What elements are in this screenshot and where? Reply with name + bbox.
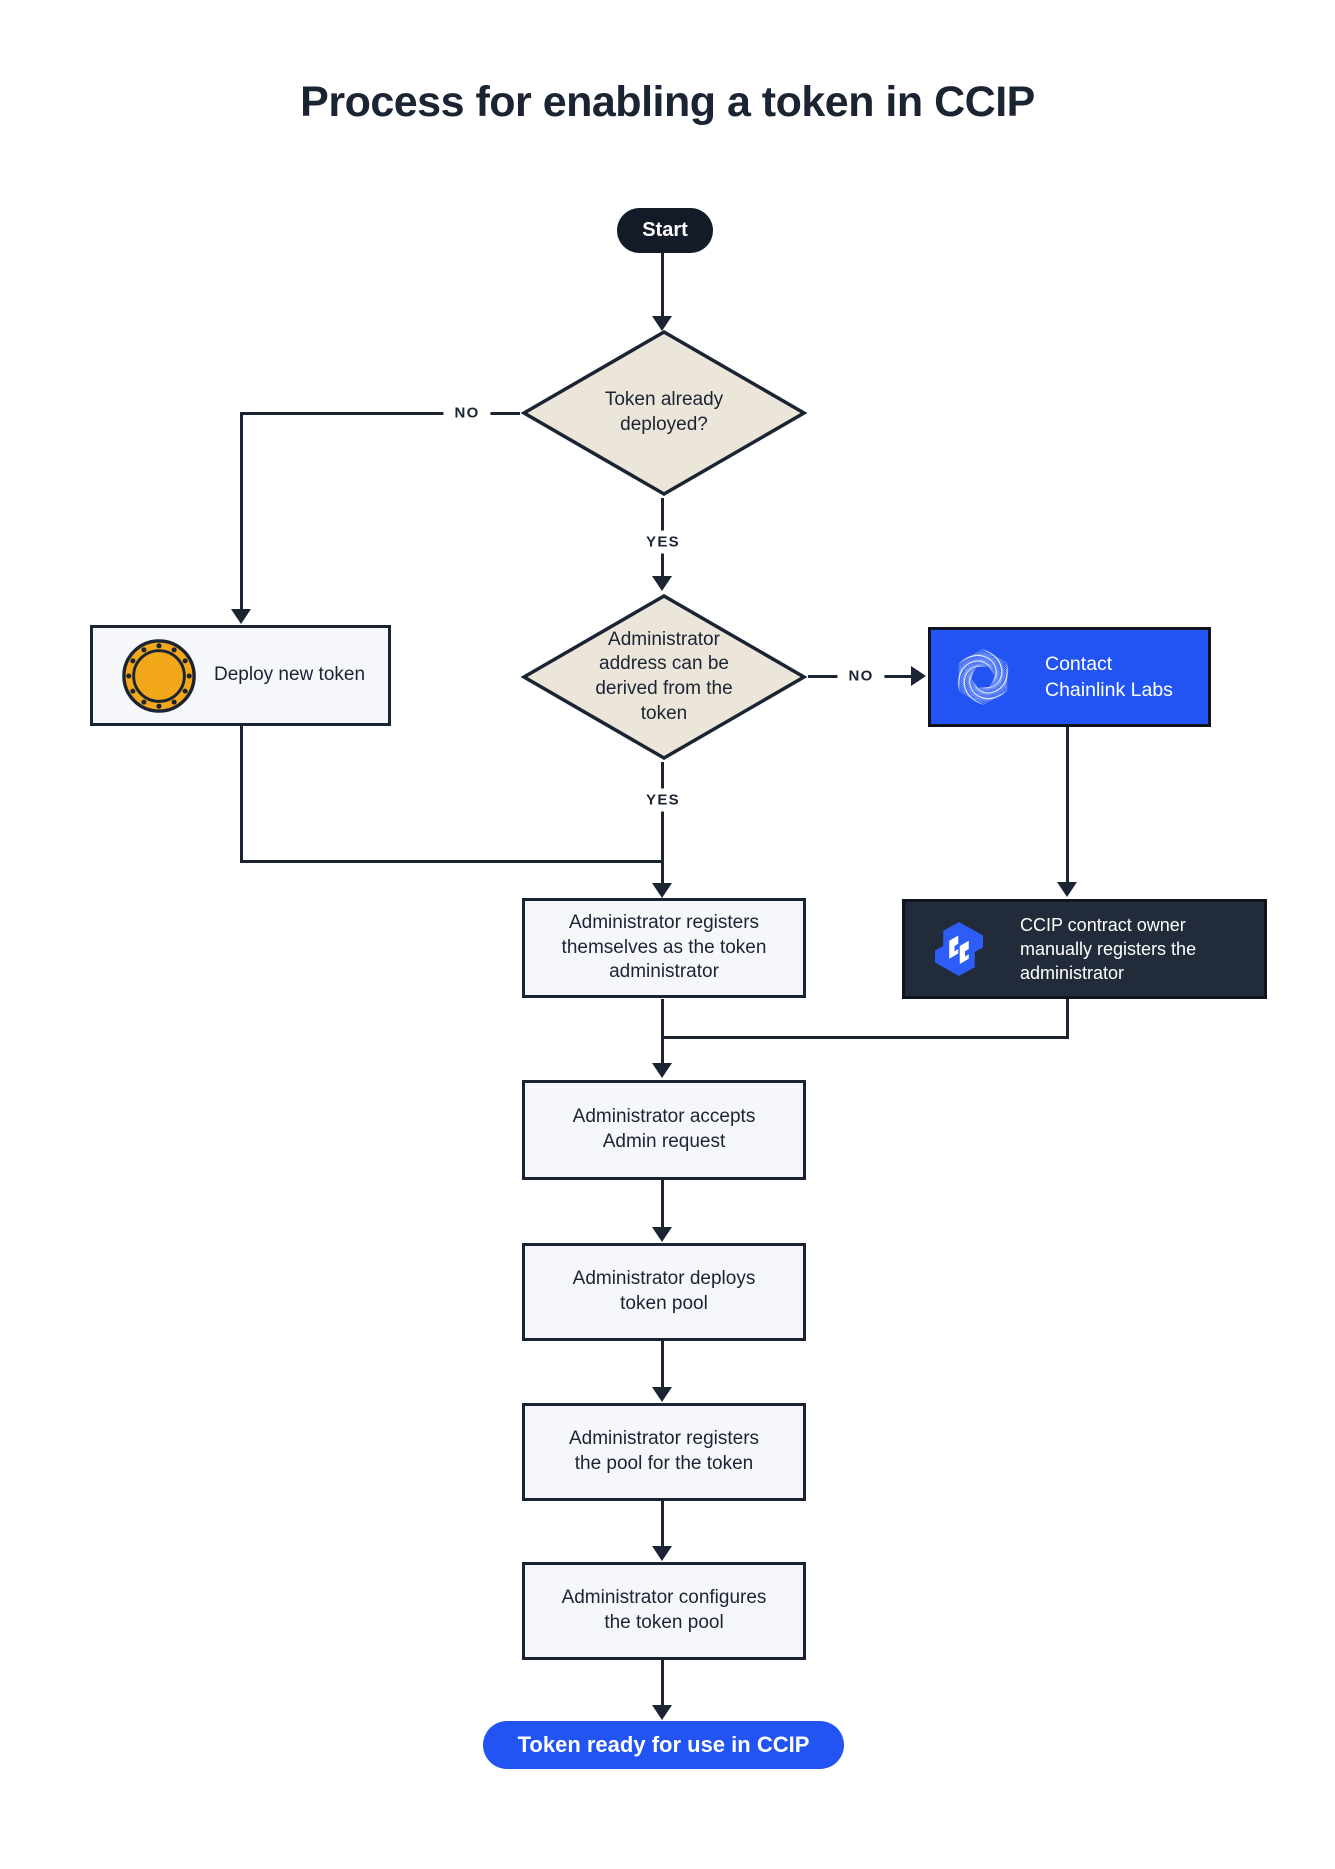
edge-label-no: NO bbox=[837, 664, 885, 688]
process-admin-registers-pool: Administrator registers the pool for the… bbox=[522, 1403, 806, 1501]
edge-label-yes: YES bbox=[635, 788, 691, 812]
process-label: CCIP contract owner manually registers t… bbox=[1020, 914, 1197, 984]
process-admin-configures-pool: Administrator configures the token pool bbox=[522, 1562, 806, 1660]
end-node-token-ready: Token ready for use in CCIP bbox=[483, 1721, 844, 1769]
chainlink-logo-icon bbox=[957, 649, 1009, 705]
arrow-head bbox=[1057, 882, 1077, 897]
arrow-head bbox=[911, 666, 926, 686]
decision-token-already-deployed: Token already deployed? bbox=[520, 328, 808, 498]
process-admin-registers-self: Administrator registers themselves as th… bbox=[522, 898, 806, 998]
connector-line bbox=[661, 1341, 664, 1387]
connector-line bbox=[663, 1036, 1069, 1039]
decision-label: Administrator address can be derived fro… bbox=[595, 628, 733, 724]
connector-line bbox=[240, 412, 520, 415]
arrow-head bbox=[652, 316, 672, 331]
edge-label-yes: YES bbox=[635, 530, 691, 554]
ccip-logo-icon bbox=[935, 922, 983, 976]
connector-line bbox=[661, 762, 664, 884]
process-label: Administrator deploys token pool bbox=[572, 1268, 756, 1314]
decision-label: Token already deployed? bbox=[604, 389, 724, 435]
arrow-head bbox=[652, 1546, 672, 1561]
process-label: Administrator accepts Admin request bbox=[572, 1106, 756, 1152]
process-admin-deploys-pool: Administrator deploys token pool bbox=[522, 1243, 806, 1341]
process-label: Administrator registers the pool for the… bbox=[568, 1428, 760, 1474]
process-label: Administrator registers themselves as th… bbox=[561, 911, 767, 983]
arrow-head bbox=[652, 576, 672, 591]
start-node: Start bbox=[617, 208, 713, 253]
connector-line bbox=[661, 1501, 664, 1546]
arrow-head bbox=[652, 1063, 672, 1078]
decision-admin-address-derivable: Administrator address can be derived fro… bbox=[520, 592, 808, 762]
connector-line bbox=[240, 726, 243, 863]
connector-line bbox=[661, 1180, 664, 1227]
token-coin-icon bbox=[122, 638, 196, 713]
edge-label-no: NO bbox=[443, 401, 491, 425]
connector-line bbox=[661, 1660, 664, 1706]
process-admin-accepts-request: Administrator accepts Admin request bbox=[522, 1080, 806, 1180]
page-title: Process for enabling a token in CCIP bbox=[300, 78, 1035, 126]
arrow-head bbox=[652, 1705, 672, 1720]
diamond-shape bbox=[520, 329, 808, 497]
arrow-head bbox=[652, 1387, 672, 1402]
process-label: Administrator configures the token pool bbox=[561, 1587, 767, 1633]
connector-line bbox=[240, 860, 664, 863]
connector-line bbox=[661, 253, 664, 317]
arrow-head bbox=[652, 883, 672, 898]
connector-line bbox=[1066, 999, 1069, 1039]
arrow-head bbox=[231, 609, 251, 624]
diamond-shape bbox=[520, 593, 808, 761]
start-label: Start bbox=[642, 219, 688, 241]
connector-line bbox=[661, 999, 664, 1064]
process-label: Contact Chainlink Labs bbox=[1045, 652, 1173, 701]
connector-line bbox=[240, 412, 243, 610]
process-ccip-owner-registers-admin: CCIP contract owner manually registers t… bbox=[902, 899, 1267, 999]
process-contact-chainlink-labs: Contact Chainlink Labs bbox=[928, 627, 1211, 727]
connector-line bbox=[1066, 727, 1069, 883]
end-label: Token ready for use in CCIP bbox=[517, 1732, 810, 1757]
process-deploy-new-token: Deploy new token bbox=[90, 625, 391, 726]
arrow-head bbox=[652, 1227, 672, 1242]
process-label: Deploy new token bbox=[214, 664, 366, 686]
